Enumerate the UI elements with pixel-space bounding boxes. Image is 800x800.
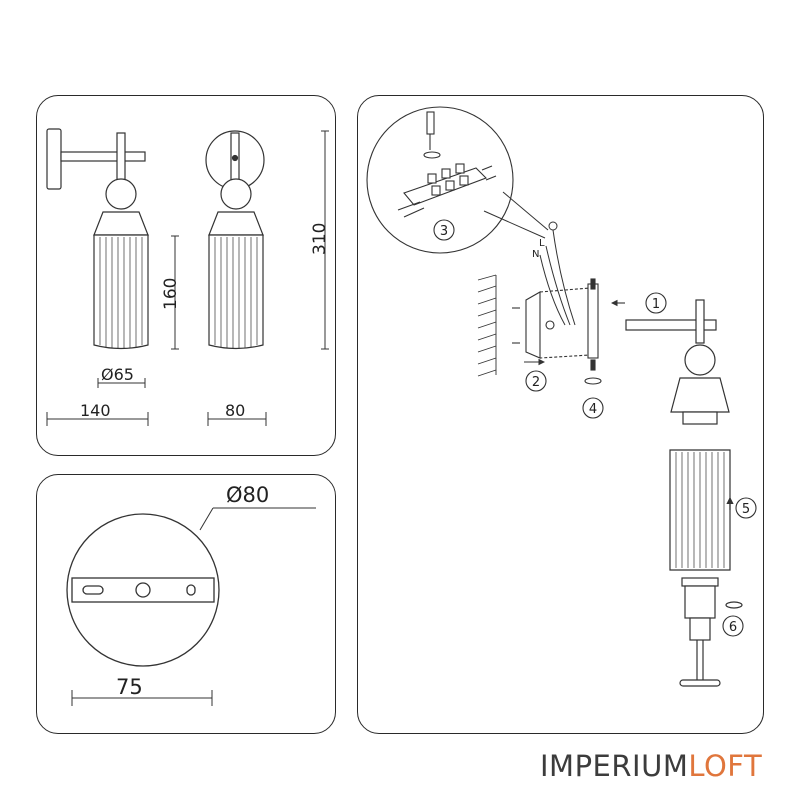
step-2: 2 — [532, 375, 540, 390]
brand-name-part2: LOFT — [688, 749, 763, 783]
assembly-panel — [357, 95, 764, 734]
mounting-plate — [66, 513, 220, 667]
bracket-exploded — [512, 278, 625, 385]
brand-logo: IMPERIUMLOFT — [540, 749, 762, 783]
lamp-exploded — [625, 299, 743, 687]
ground-icon — [548, 221, 558, 231]
step-5: 5 — [742, 502, 750, 517]
wall-section — [477, 274, 497, 377]
step-markers — [433, 219, 757, 637]
step-4: 4 — [589, 402, 597, 417]
terminal-detail — [366, 106, 514, 254]
step-6: 6 — [729, 620, 737, 635]
plate-diameter-label: Ø80 — [226, 483, 269, 507]
brand-name-part1: IMPERIUM — [540, 749, 689, 783]
side-view-lamp — [46, 128, 149, 350]
plate-width-label: 75 — [116, 675, 143, 699]
front-width-label: 80 — [225, 401, 245, 420]
shade-diameter-label: Ø65 — [101, 365, 134, 384]
dimensions-panel — [36, 95, 336, 456]
step-3: 3 — [440, 224, 448, 239]
dimension-lines — [46, 130, 329, 426]
front-view-lamp — [205, 130, 265, 350]
shade-height-label: 160 — [161, 278, 181, 310]
step-1: 1 — [652, 297, 660, 312]
wire-lines — [483, 191, 576, 326]
mounting-plate-panel — [36, 474, 336, 734]
neutral-wire-label: N — [532, 249, 539, 260]
total-width-label: 140 — [80, 401, 111, 420]
live-wire-label: L — [539, 238, 545, 249]
plate-dimension-lines — [71, 507, 316, 706]
total-height-label: 310 — [310, 223, 330, 255]
